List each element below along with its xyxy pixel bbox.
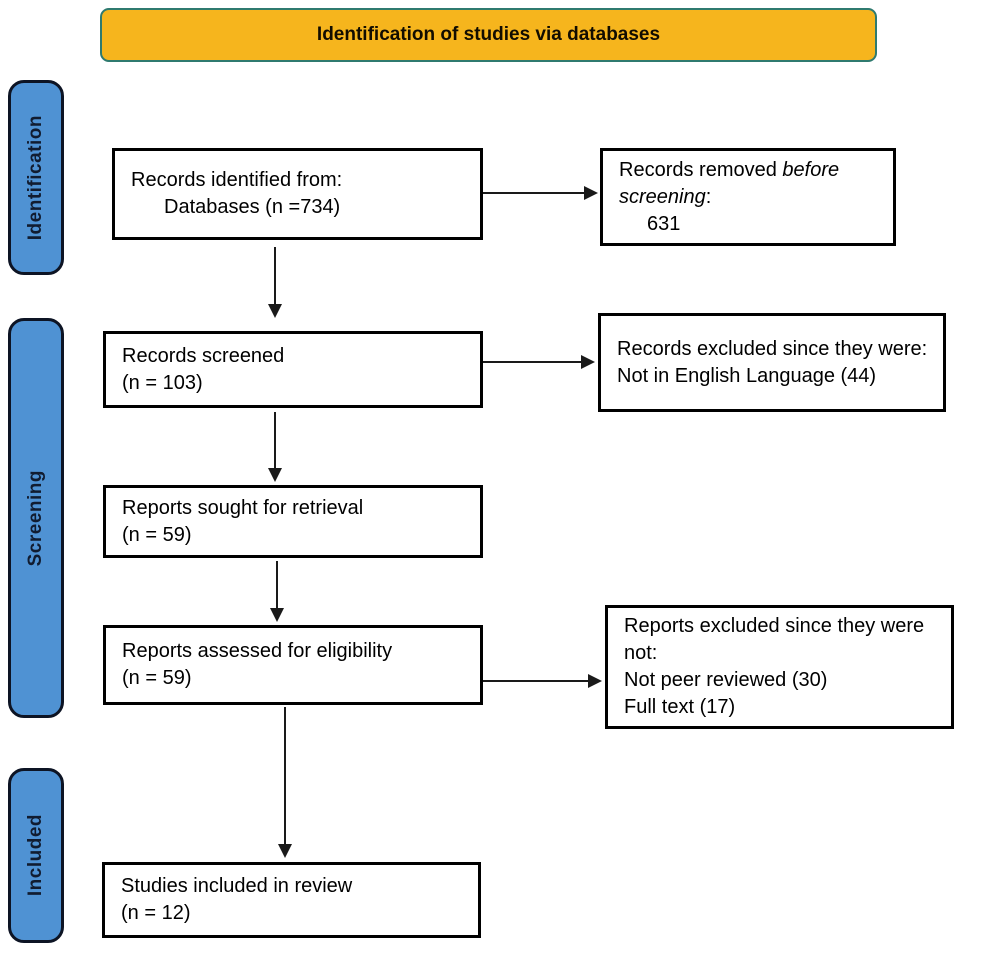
box-records-removed-text: Records removed before screening: [619,157,881,211]
box-reports-excluded-reason2: Full text (17) [624,696,736,718]
box-reports-sought-line1: Reports sought for retrieval [122,496,364,519]
arrow-identified-to-removed [483,186,598,200]
stage-bar-identification: Identification [8,80,64,275]
box-reports-assessed: Reports assessed for eligibility (n = 59… [103,625,483,705]
arrow-assessed-to-included [278,707,292,858]
stage-bar-included-label: Included [25,814,46,897]
box-reports-sought-line2: (n = 59) [122,523,192,546]
arrow-identified-to-screened [268,247,282,318]
box-reports-excluded-para: Reports excluded since they were not: [624,615,925,664]
box-records-screened: Records screened (n = 103) [103,331,483,408]
stage-bar-screening-label: Screening [25,469,46,567]
arrow-screened-to-sought [268,412,282,482]
stage-bar-identification-label: Identification [25,114,46,241]
box-studies-included: Studies included in review (n = 12) [102,862,481,938]
diagram-title-banner: Identification of studies via databases [100,8,877,62]
box-records-removed-prefix: Records removed [619,158,783,181]
stage-bar-screening: Screening [8,318,64,718]
box-records-removed: Records removed before screening: 631 [600,148,896,246]
box-records-removed-suffix: : [705,185,712,208]
box-reports-assessed-line1: Reports assessed for eligibility [122,640,393,662]
box-records-removed-italic: before screening [619,158,840,208]
box-studies-included-line2: (n = 12) [121,902,191,924]
box-records-excluded-reason1: Not in English Language (44) [617,364,877,387]
arrow-assessed-to-excluded [483,674,602,688]
box-records-identified-line1: Records identified from: [131,169,343,191]
diagram-title: Identification of studies via databases [316,24,661,45]
box-reports-excluded-reason1: Not peer reviewed (30) [624,669,828,691]
box-records-screened-line2: (n = 103) [122,371,203,394]
box-reports-assessed-line2: (n = 59) [122,667,192,689]
box-studies-included-line1: Studies included in review [121,875,353,897]
arrow-sought-to-assessed [270,561,284,622]
box-reports-excluded: Reports excluded since they were not: No… [605,605,954,729]
arrow-screened-to-excluded [483,355,595,369]
box-reports-sought: Reports sought for retrieval (n = 59) [103,485,483,558]
box-records-identified-line2: Databases (n =734) [164,196,341,218]
box-records-removed-value: 631 [647,212,681,235]
box-records-identified: Records identified from: Databases (n =7… [112,148,483,240]
box-records-excluded-para: Records excluded since they were: [617,337,928,360]
box-records-excluded: Records excluded since they were: Not in… [598,313,946,412]
box-records-screened-line1: Records screened [122,344,285,367]
stage-bar-included: Included [8,768,64,943]
